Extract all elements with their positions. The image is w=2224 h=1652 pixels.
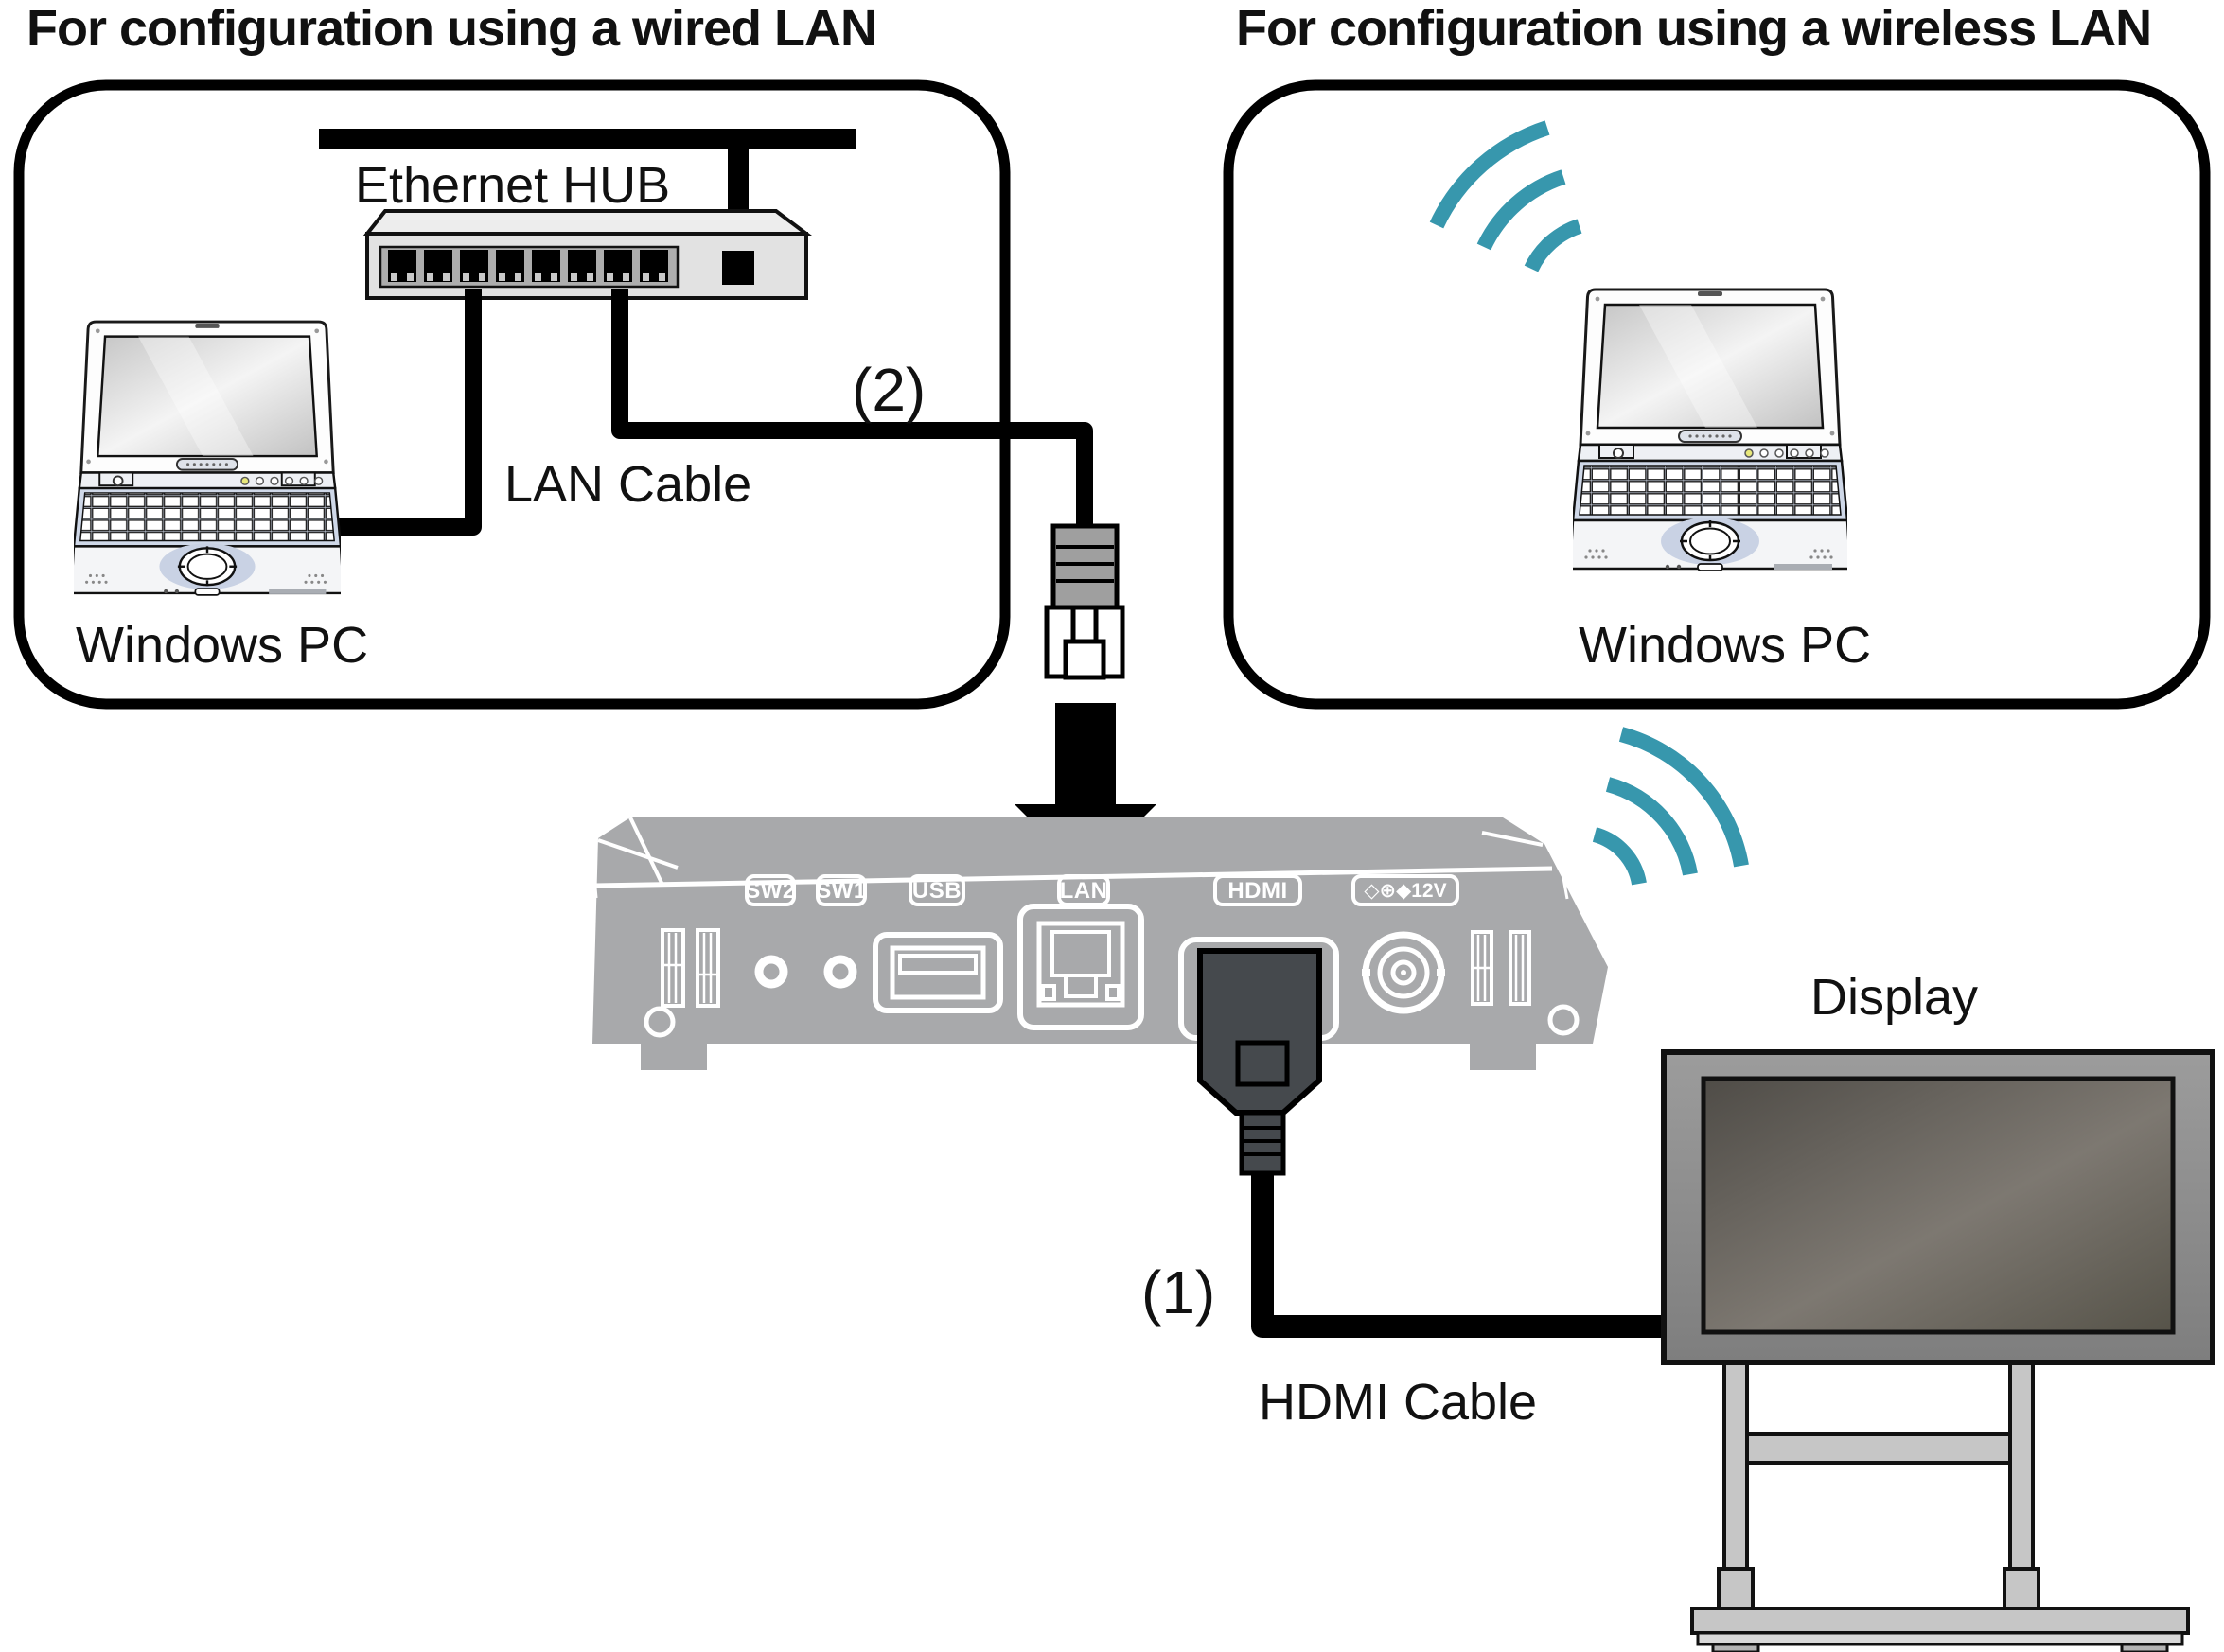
device-foot-right	[1470, 1044, 1536, 1070]
hub-uplink-plug	[722, 251, 754, 285]
stand-sleeve-left	[1717, 1567, 1755, 1614]
stand-foot-left	[1711, 1643, 1760, 1652]
lan-label: LAN	[1060, 878, 1108, 904]
lan-cable-2	[611, 289, 1093, 532]
ethernet-hub: Ethernet HUB	[319, 129, 856, 300]
tv-screen	[1701, 1076, 2176, 1335]
wired-windows-pc-label: Windows PC	[76, 617, 368, 674]
audio-jack-2	[823, 955, 857, 989]
stand-foot-right	[2120, 1643, 2169, 1652]
stand-base-strip	[1696, 1631, 2184, 1646]
audio-jack-1	[754, 955, 788, 989]
wired-lan-section: For configuration using a wired LAN Ethe…	[13, 0, 1011, 710]
step1-label: (1)	[1141, 1258, 1215, 1327]
stand-sleeve-right	[2003, 1567, 2040, 1614]
display-label: Display	[1810, 969, 1978, 1026]
sw1-label: SW1	[816, 878, 867, 904]
wired-lan-box	[13, 79, 1011, 710]
stand-leg-left	[1722, 1361, 1749, 1584]
rj45-connector	[1044, 523, 1125, 680]
wireless-windows-pc-illustration	[1573, 288, 1847, 572]
device-right-details	[1471, 930, 1580, 1036]
wireless-lan-section: For configuration using a wireless LAN W…	[1223, 0, 2211, 710]
power-12v-label: ◇⊕◆12V	[1364, 880, 1446, 902]
wifi-signal-icon	[1429, 120, 1582, 272]
stand-base	[1690, 1607, 2190, 1635]
step2-label: (2)	[852, 356, 926, 424]
lan-cable-label: LAN Cable	[504, 456, 751, 513]
hdmi-cable-label: HDMI Cable	[1259, 1374, 1537, 1431]
usb-label: USB	[912, 878, 962, 904]
power-connector	[1362, 931, 1445, 1014]
wireless-windows-pc-label: Windows PC	[1579, 617, 1871, 674]
hub-ports	[388, 250, 668, 282]
wireless-title: For configuration using a wireless LAN	[1236, 0, 2151, 57]
hdmi-cable-line	[1251, 1164, 1675, 1338]
wireless-lan-box	[1223, 79, 2211, 710]
hdmi-cable-assembly: (1) HDMI Cable	[1141, 948, 1675, 1431]
stand-crossbar	[1722, 1432, 2035, 1465]
wired-windows-pc-illustration	[74, 320, 341, 597]
lan-cable-to-pc	[333, 289, 482, 536]
device-left-details	[644, 928, 857, 1038]
stand-leg-right	[2008, 1361, 2035, 1584]
sw2-label: SW2	[745, 878, 796, 904]
hdmi-plug	[1197, 948, 1322, 1176]
ethernet-hub-label: Ethernet HUB	[355, 157, 670, 214]
usb-port	[873, 932, 1003, 1013]
device-rear-panel: SW2 SW1 USB LAN HDMI ◇⊕◆12V	[570, 727, 1749, 1070]
lan-cable-to-device: (2)	[611, 289, 1125, 680]
device-wifi-signal-icon	[1592, 727, 1749, 886]
hub-top-face	[362, 209, 812, 236]
device-port-labels: SW2 SW1 USB LAN HDMI ◇⊕◆12V	[745, 874, 1459, 906]
device-foot-left	[641, 1044, 707, 1070]
wired-title: For configuration using a wired LAN	[26, 0, 876, 57]
display-monitor: Display	[1661, 969, 2215, 1652]
lan-port	[1017, 904, 1144, 1030]
hdmi-label: HDMI	[1227, 878, 1287, 904]
